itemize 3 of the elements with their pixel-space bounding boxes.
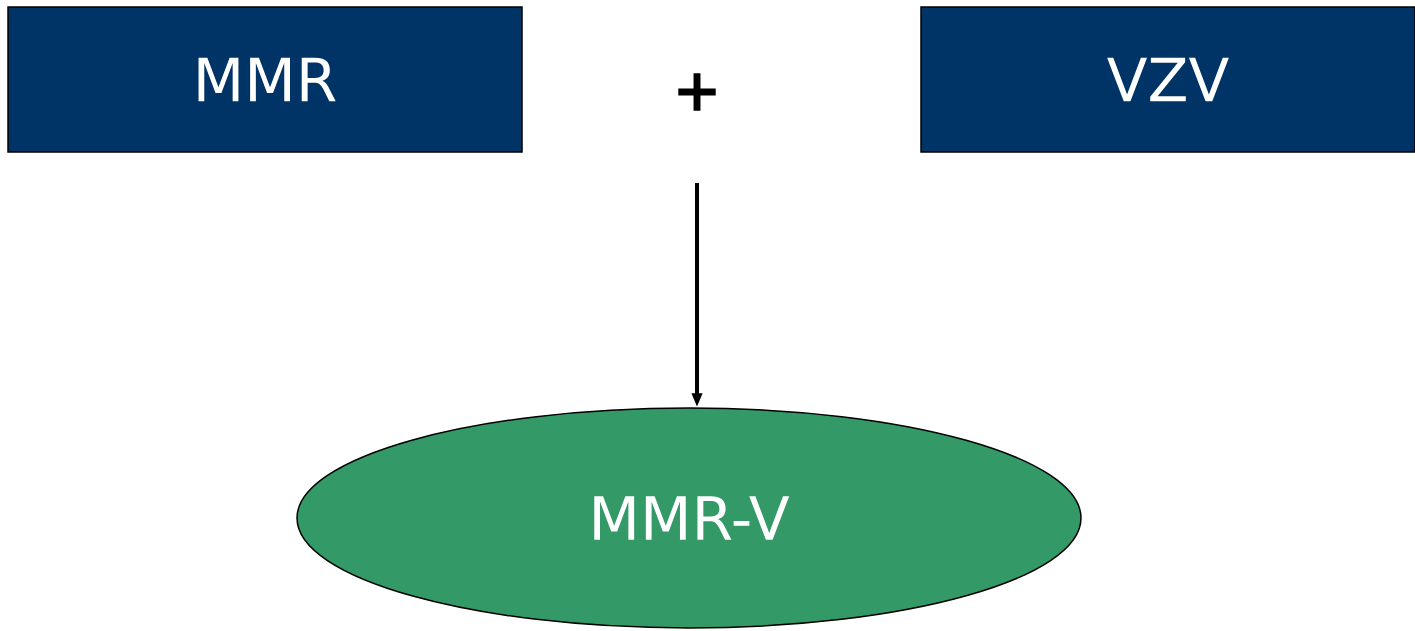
plus-sign: +	[678, 73, 716, 111]
vaccine-box: MMR	[7, 6, 523, 153]
vaccine-box: VZV	[920, 6, 1415, 153]
